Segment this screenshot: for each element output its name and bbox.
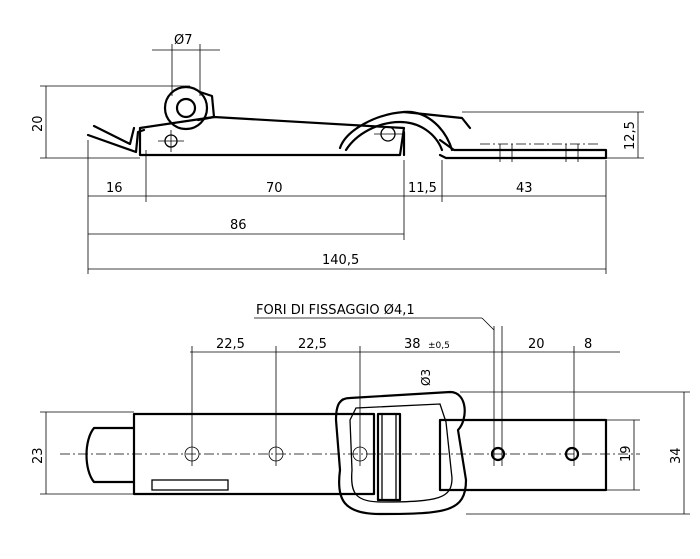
- dim-hole-diameter: Ø7: [174, 33, 193, 48]
- dim-34: 34: [669, 447, 684, 464]
- dim-16: 16: [106, 181, 123, 196]
- dim-8-plan: 8: [584, 337, 592, 352]
- dim-38-tolerance: ±0,5: [428, 341, 450, 351]
- dim-11-5: 11,5: [408, 181, 437, 196]
- dim-total-height: 20: [31, 115, 46, 132]
- dim-86: 86: [230, 218, 247, 233]
- dim-20-plan: 20: [528, 337, 545, 352]
- spring-loop: [338, 110, 454, 152]
- dim-pin-diameter: Ø3: [419, 369, 433, 386]
- fixing-hole-1: [490, 446, 506, 462]
- plan-roller: [376, 412, 402, 502]
- pivot-eye-outer: [163, 85, 209, 131]
- dim-22-5-b: 22,5: [298, 337, 327, 352]
- side-view: Ø7 20 12,5 16 70 11,5 43 86 140,5: [31, 33, 644, 274]
- dim-70: 70: [266, 181, 283, 196]
- dim-right-height: 12,5: [623, 121, 638, 150]
- plan-base-plate: [438, 418, 608, 492]
- plan-slot: [151, 479, 229, 491]
- base-plate: [402, 130, 608, 160]
- plan-lever: [132, 412, 376, 496]
- dim-38: 38: [404, 337, 421, 352]
- fixing-hole-2: [564, 446, 580, 462]
- dim-43: 43: [516, 181, 533, 196]
- dim-19: 19: [619, 445, 634, 462]
- plan-view: FORI DI FISSAGGIO Ø4,1 22,5 22,5 38 ±0,5…: [31, 303, 690, 516]
- dim-22-5-a: 22,5: [216, 337, 245, 352]
- fixing-holes-note: FORI DI FISSAGGIO Ø4,1: [256, 303, 415, 318]
- plan-hook: [85, 426, 136, 484]
- dim-23: 23: [31, 447, 46, 464]
- latch-hook: [86, 124, 146, 154]
- pivot-tab: [196, 90, 216, 122]
- dim-140-5: 140,5: [322, 253, 359, 268]
- pivot-eye-inner: [175, 97, 197, 119]
